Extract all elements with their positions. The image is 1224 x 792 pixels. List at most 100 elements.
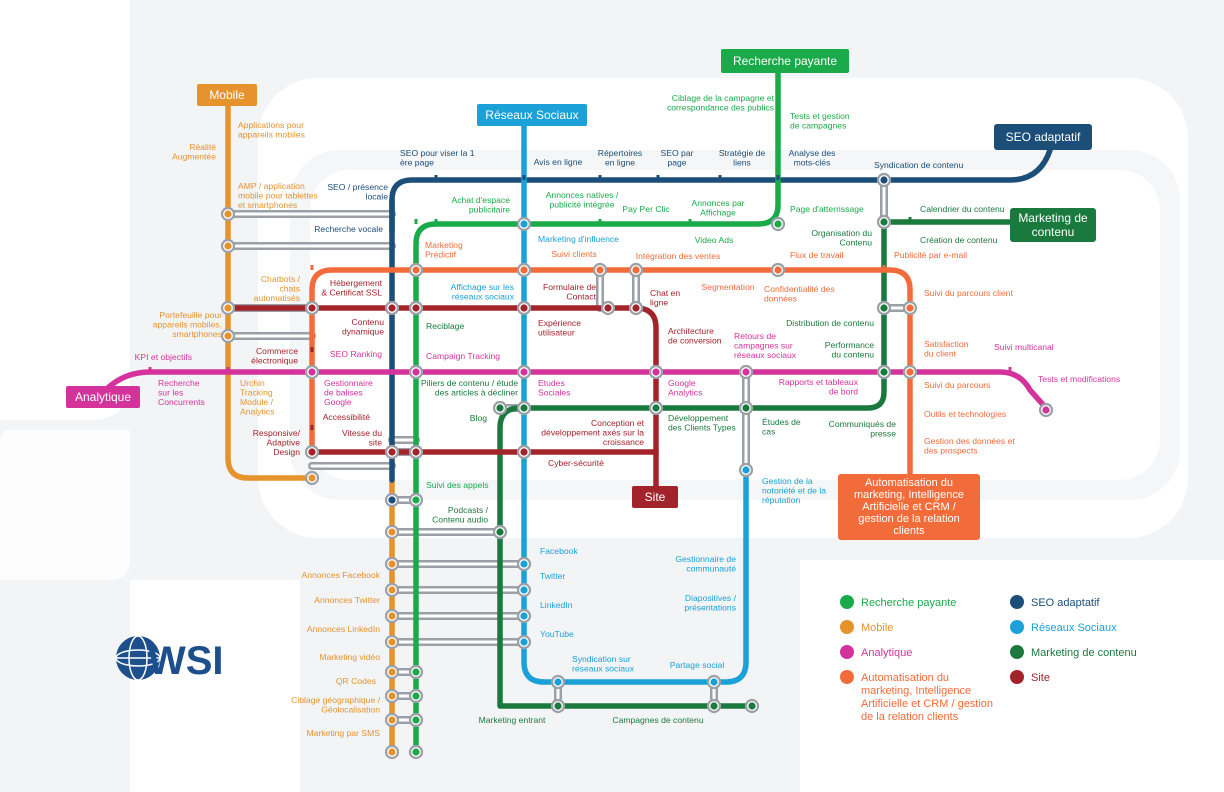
legend-dot-analytique bbox=[840, 645, 854, 659]
station-label-s91: Campagnes de contenu bbox=[612, 715, 703, 725]
badge-mobile: Mobile bbox=[197, 84, 257, 106]
legend-automatisation-4: de la relation clients bbox=[861, 711, 959, 723]
station-label-s89: Marketing par SMS bbox=[306, 728, 380, 738]
station-dot bbox=[520, 586, 528, 594]
station-label-s50: Suivi multicanal bbox=[994, 342, 1054, 352]
station-label-s47: Campaign Tracking bbox=[426, 351, 500, 361]
svg-text:gestion de la relation: gestion de la relation bbox=[858, 513, 960, 525]
station-dot bbox=[388, 448, 396, 456]
station-dot bbox=[388, 560, 396, 568]
station-tick bbox=[434, 219, 438, 224]
legend-dot-site bbox=[1010, 670, 1024, 684]
station-dot bbox=[710, 702, 718, 710]
legend-seo: SEO adaptatif bbox=[1031, 597, 1100, 609]
badge-analytique: Analytique bbox=[66, 386, 140, 408]
station-label-s82: Annonces LinkedIn bbox=[307, 624, 380, 634]
station-dot bbox=[520, 368, 528, 376]
station-tick bbox=[434, 175, 438, 180]
station-dot bbox=[308, 304, 316, 312]
station-tick bbox=[598, 219, 602, 224]
station-dot bbox=[632, 266, 640, 274]
svg-text:Site: Site bbox=[645, 490, 666, 504]
station-label-s77: Annonces Facebook bbox=[302, 570, 381, 580]
station-dot bbox=[520, 304, 528, 312]
station-tick bbox=[744, 605, 748, 610]
legend-recherche: Recherche payante bbox=[861, 597, 956, 609]
station-dot bbox=[652, 368, 660, 376]
svg-text:marketing, Intelligence: marketing, Intelligence bbox=[854, 489, 964, 501]
station-dot bbox=[412, 266, 420, 274]
svg-text:Analytique: Analytique bbox=[75, 390, 131, 404]
station-label-s74: Podcasts /Contenu audio bbox=[432, 505, 489, 525]
station-tick bbox=[390, 241, 394, 246]
badge-recherche: Recherche payante bbox=[721, 49, 849, 73]
station-dot bbox=[412, 496, 420, 504]
station-dot bbox=[412, 716, 420, 724]
line-recherche bbox=[413, 69, 781, 755]
station-tick bbox=[744, 555, 748, 560]
station-dot bbox=[224, 332, 232, 340]
station-label-s61: Tests et modifications bbox=[1038, 374, 1120, 384]
badge-marketing: Marketing de contenu bbox=[1010, 208, 1096, 242]
station-label-s19: Page d'atterrissage bbox=[790, 204, 864, 214]
station-dot bbox=[520, 448, 528, 456]
station-dot bbox=[388, 586, 396, 594]
station-dot bbox=[880, 176, 888, 184]
station-dot bbox=[388, 716, 396, 724]
legend-automatisation-2: marketing, Intelligence bbox=[861, 685, 971, 697]
station-dot bbox=[604, 304, 612, 312]
station-dot bbox=[388, 496, 396, 504]
svg-text:clients: clients bbox=[893, 525, 925, 537]
line-marketing bbox=[497, 219, 1013, 709]
station-dot bbox=[520, 404, 528, 412]
station-label-s80: LinkedIn bbox=[540, 600, 573, 610]
legend-dot-reseaux bbox=[1010, 620, 1024, 634]
station-dot bbox=[748, 702, 756, 710]
station-dot bbox=[224, 242, 232, 250]
station-tick bbox=[908, 403, 912, 408]
station-label-s81: Diapositives /présentations bbox=[684, 593, 736, 613]
station-tick bbox=[718, 175, 722, 180]
legend-reseaux: Réseaux Sociaux bbox=[1031, 622, 1117, 634]
station-dot bbox=[388, 668, 396, 676]
station-dot bbox=[388, 612, 396, 620]
station-dot bbox=[412, 668, 420, 676]
station-label-s26: Suivi clients bbox=[551, 249, 596, 259]
station-label-s60: Suivi du parcours bbox=[924, 380, 990, 390]
legend-analytique: Analytique bbox=[861, 647, 912, 659]
station-dot bbox=[388, 528, 396, 536]
legend-marketing: Marketing de contenu bbox=[1031, 647, 1137, 659]
station-label-s31: Hébergement& Certificat SSL bbox=[321, 278, 382, 298]
station-dot bbox=[652, 404, 660, 412]
station-dot bbox=[710, 678, 718, 686]
station-label-s10: Syndication de contenu bbox=[874, 160, 964, 170]
station-tick bbox=[522, 175, 526, 180]
station-label-s24: Création de contenu bbox=[920, 235, 998, 245]
station-dot bbox=[308, 448, 316, 456]
station-dot bbox=[308, 474, 316, 482]
